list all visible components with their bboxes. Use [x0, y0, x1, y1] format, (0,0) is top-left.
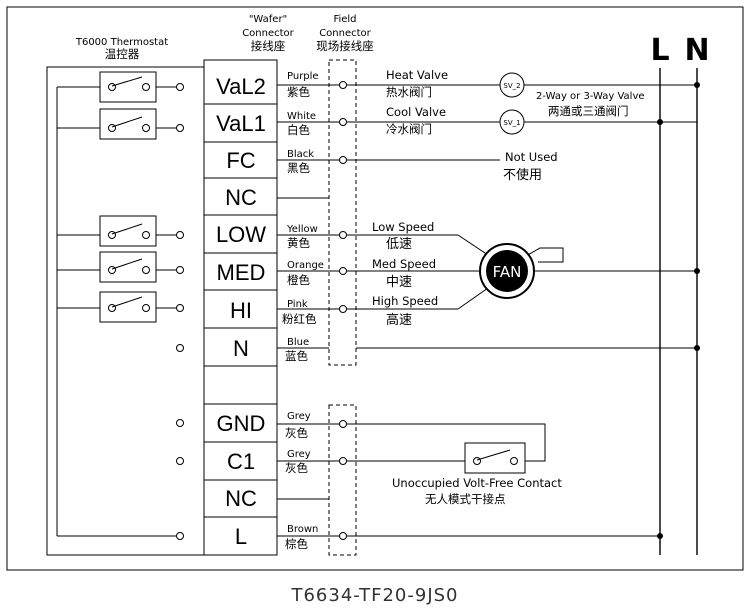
med-speed-label: Med Speed	[372, 257, 436, 271]
relay-switches	[57, 71, 184, 540]
wafer-to-field-wires	[277, 84, 340, 537]
wire-color-white: White	[287, 111, 316, 122]
wafer-title-1: "Wafer"	[249, 14, 287, 25]
diagram-frame	[6, 6, 744, 571]
sv1-label: SV_1	[503, 119, 520, 127]
not-used-label-cn: 不使用	[503, 167, 542, 183]
wire-color-yellow: Yellow	[286, 224, 318, 235]
model-number: T6634-TF20-9JS0	[290, 585, 458, 606]
wire-color-yellow-cn: 黄色	[287, 236, 310, 250]
terminal-low: LOW	[216, 222, 266, 247]
thermostat-l-terminal	[176, 532, 184, 540]
valve-type-label-cn: 两通或三通阀门	[548, 104, 629, 118]
med-speed-label-cn: 中速	[386, 275, 412, 290]
wire-color-blue: Blue	[287, 337, 309, 348]
wire-color-purple: Purple	[287, 71, 319, 82]
field-output-wires	[347, 72, 697, 537]
wire-color-grey-2: Grey	[287, 449, 311, 460]
wire-color-pink-cn: 粉红色	[282, 312, 317, 326]
field-title-1: Field	[333, 14, 356, 25]
not-used-label: Not Used	[505, 150, 558, 164]
wafer-title-cn: 接线座	[251, 39, 286, 53]
unoccupied-contact-label: Unoccupied Volt-Free Contact	[392, 476, 562, 490]
terminal-l: L	[235, 524, 247, 549]
heat-valve-label-cn: 热水阀门	[386, 85, 432, 99]
fan-motor-icon	[486, 250, 528, 292]
wire-color-blue-cn: 蓝色	[285, 349, 308, 363]
terminal-c1: C1	[227, 449, 255, 474]
terminal-hi: HI	[230, 298, 252, 323]
thermostat-title-cn: 温控器	[105, 47, 140, 61]
supply-L-label: L	[650, 33, 669, 68]
relay-hi	[57, 291, 184, 323]
wire-color-grey-1-cn: 灰色	[285, 426, 308, 440]
thermostat-n-terminal	[176, 344, 184, 352]
load-labels: Heat Valve 热水阀门 Cool Valve 冷水阀门 SV_2 SV_…	[372, 68, 645, 506]
terminal-fc: FC	[226, 148, 255, 173]
terminal-nc-2: NC	[225, 486, 257, 511]
high-speed-label: High Speed	[372, 294, 438, 308]
terminal-med: MED	[217, 260, 266, 285]
wafer-strip	[203, 59, 278, 556]
cool-valve-label-cn: 冷水阀门	[386, 122, 432, 136]
wire-color-orange-cn: 橙色	[287, 273, 310, 287]
heat-valve-label: Heat Valve	[386, 68, 448, 82]
terminal-val1: VaL1	[216, 111, 266, 136]
valve-type-label: 2-Way or 3-Way Valve	[536, 91, 645, 102]
supply-N-label: N	[684, 33, 709, 68]
wire-color-grey-2-cn: 灰色	[285, 461, 308, 475]
wire-color-labels: Purple 紫色 White 白色 Black 黑色 Yellow 黄色 Or…	[282, 71, 324, 551]
wire-color-purple-cn: 紫色	[287, 85, 310, 99]
terminal-nc-1: NC	[225, 185, 257, 210]
terminal-n: N	[233, 336, 249, 361]
relay-med	[57, 251, 184, 283]
field-block-upper	[328, 59, 357, 366]
terminal-dividers	[204, 103, 277, 518]
cool-valve-label: Cool Valve	[386, 105, 446, 119]
thermostat-title: T6000 Thermostat	[75, 37, 168, 48]
field-block-lower	[328, 404, 357, 556]
high-speed-label-cn: 高速	[386, 312, 412, 328]
field-terminals	[339, 81, 347, 540]
wafer-title-2: Connector	[242, 28, 294, 39]
wire-color-orange: Orange	[287, 260, 324, 271]
wire-color-brown-cn: 棕色	[285, 537, 308, 551]
thermostat-gnd-terminal	[176, 419, 184, 427]
field-title-2: Connector	[319, 28, 371, 39]
relay-val1	[57, 108, 184, 140]
junction-dots	[657, 82, 700, 539]
fan-label: FAN	[493, 263, 522, 281]
wire-color-grey-1: Grey	[287, 411, 311, 422]
field-title-cn: 现场接线座	[316, 39, 374, 53]
relay-val2	[57, 71, 184, 103]
thermostat-c1-terminal	[176, 457, 184, 465]
wire-color-brown: Brown	[287, 524, 318, 535]
sv2-label: SV_2	[503, 82, 520, 90]
terminal-labels: VaL2 VaL1 FC NC LOW MED HI N GND C1 NC L	[216, 74, 266, 549]
wire-color-pink: Pink	[287, 299, 308, 310]
wire-color-black: Black	[287, 149, 314, 160]
wire-color-black-cn: 黑色	[287, 161, 310, 175]
low-speed-label-cn: 低速	[386, 237, 412, 252]
terminal-gnd: GND	[217, 411, 266, 436]
unoccupied-contact-label-cn: 无人模式干接点	[425, 492, 506, 506]
wire-color-white-cn: 白色	[287, 123, 310, 137]
relay-low	[57, 215, 184, 247]
low-speed-label: Low Speed	[372, 220, 434, 234]
terminal-val2: VaL2	[216, 74, 266, 99]
